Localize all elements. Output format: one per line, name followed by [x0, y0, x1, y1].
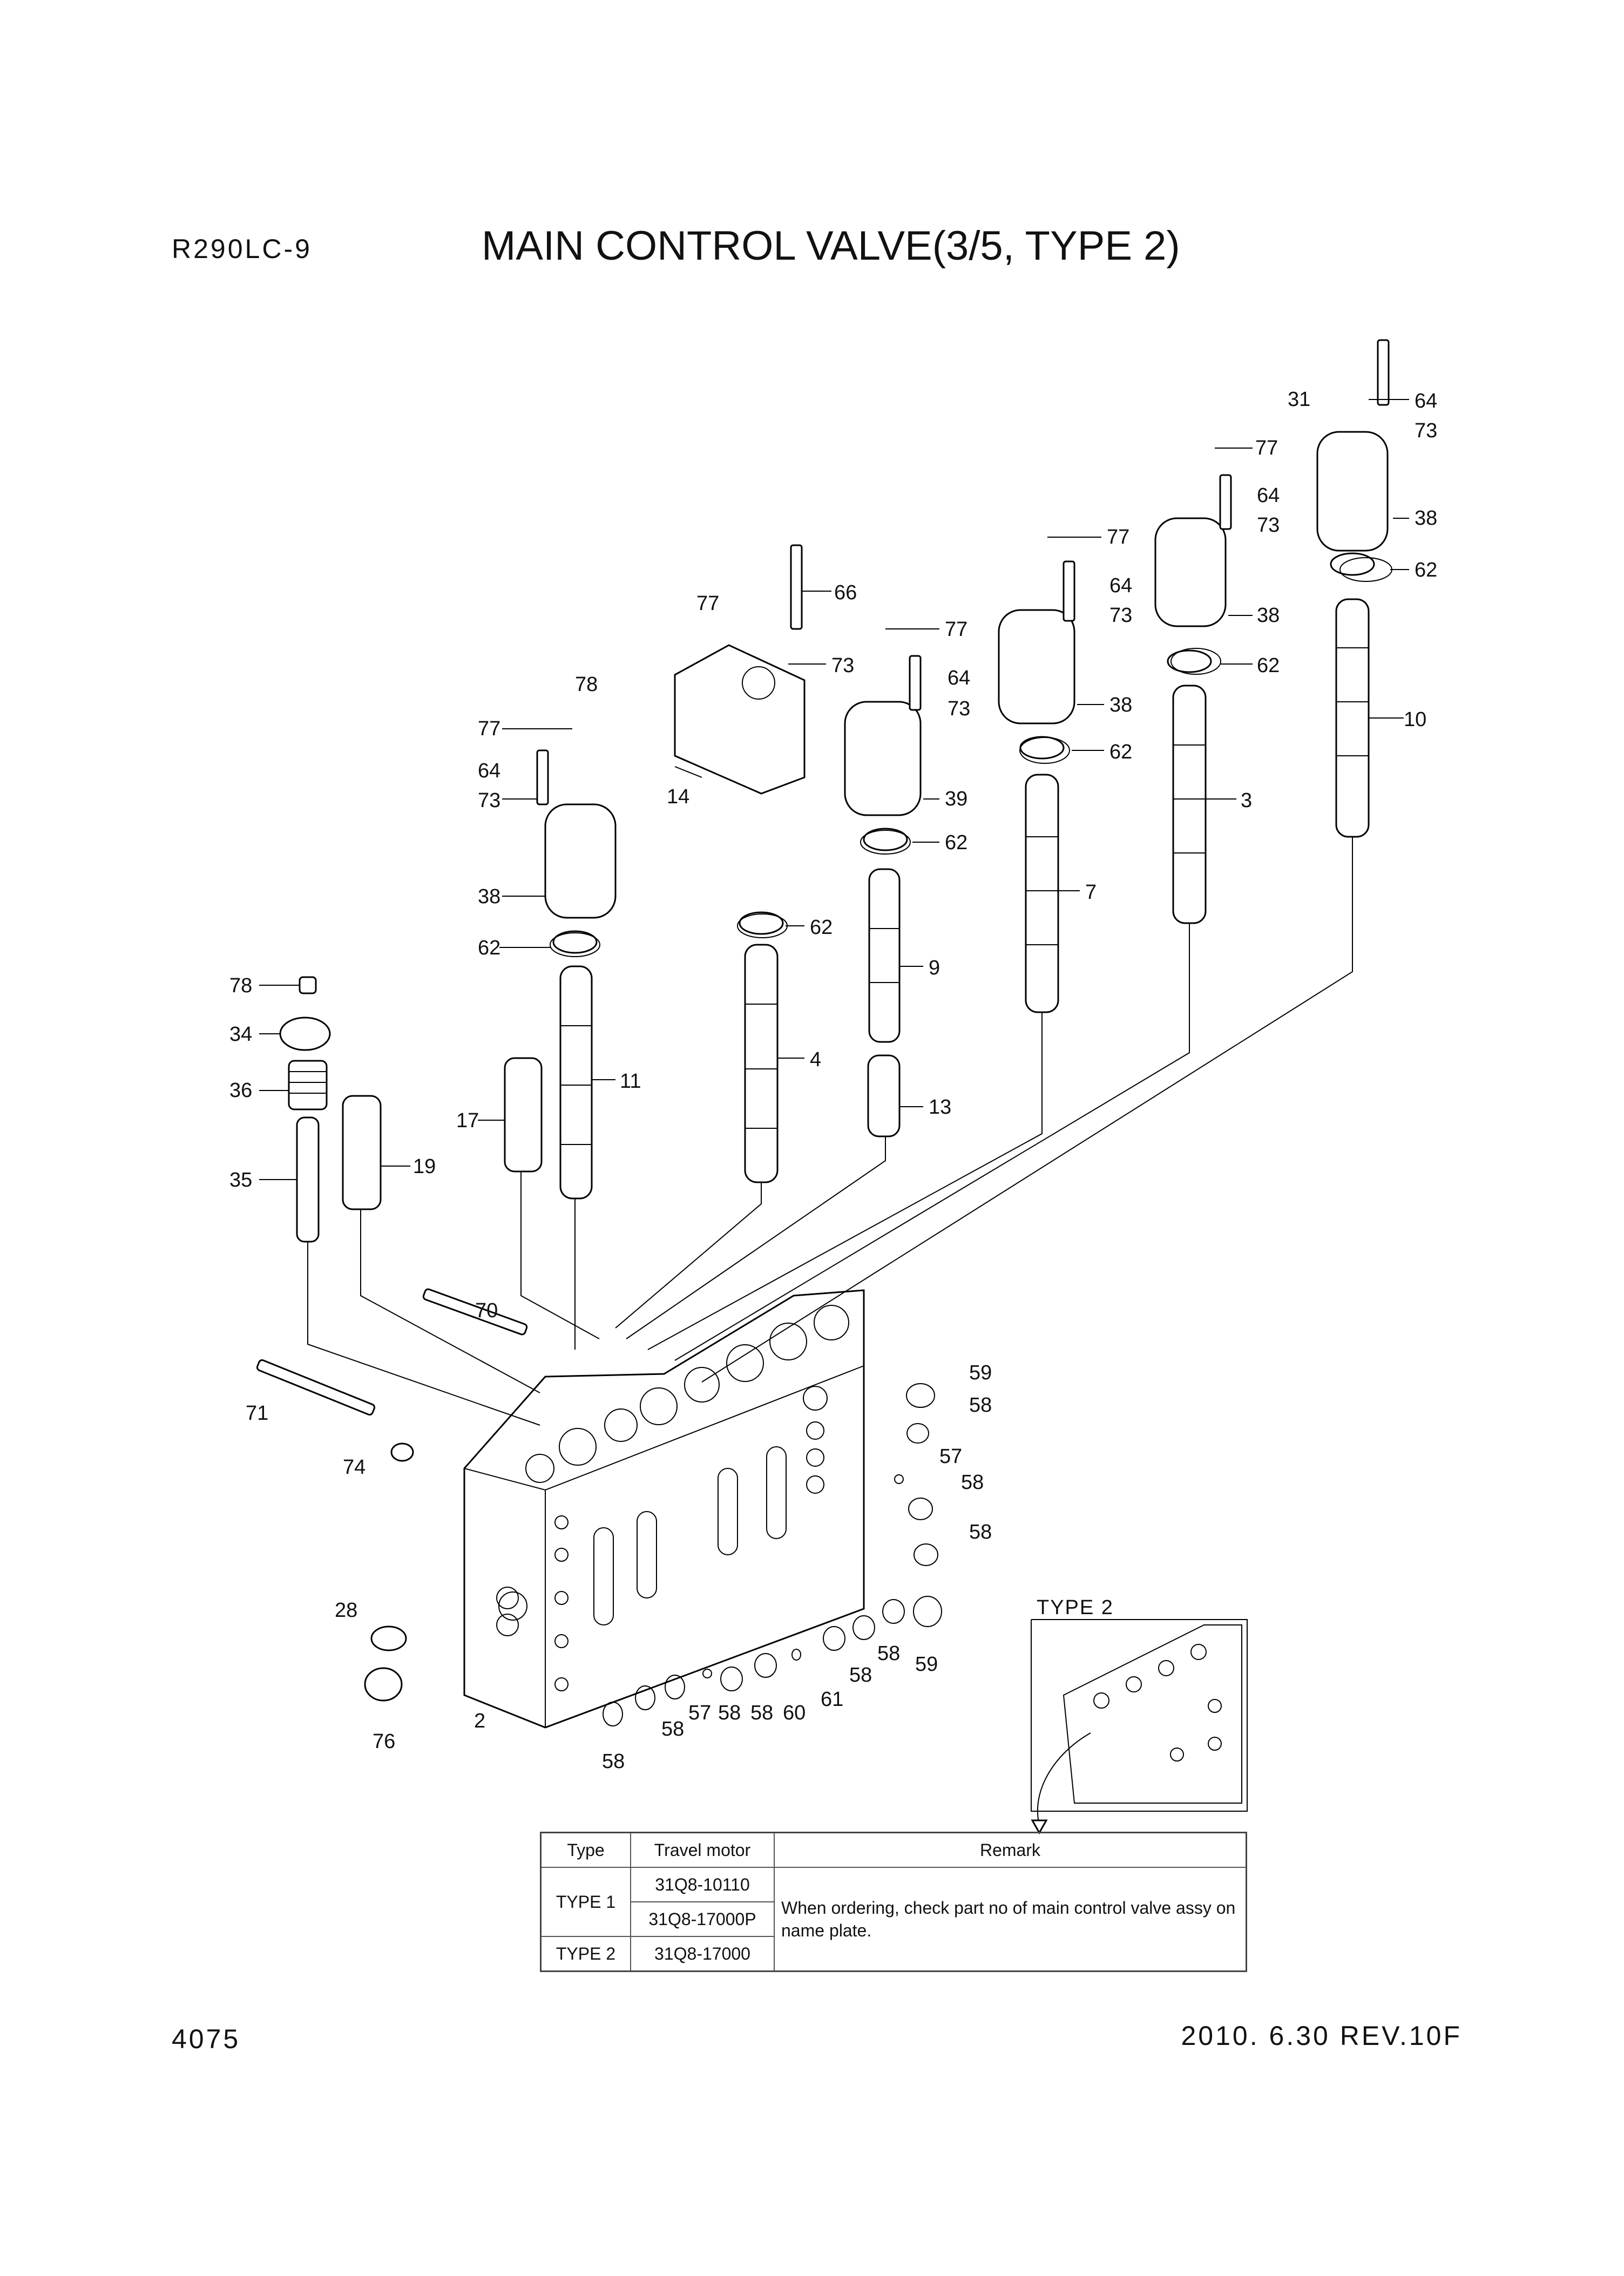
callout-62: 62 [1415, 559, 1437, 581]
callout-74: 74 [343, 1456, 366, 1479]
callout-77: 77 [478, 717, 500, 740]
row-motor: 31Q8-10110 [630, 1867, 775, 1902]
callout-73: 73 [831, 654, 854, 677]
callout-77: 77 [1107, 526, 1129, 548]
callout-78: 78 [575, 673, 598, 696]
page-title: MAIN CONTROL VALVE(3/5, TYPE 2) [482, 223, 1180, 269]
callout-58: 58 [718, 1702, 741, 1724]
callout-7: 7 [1085, 881, 1097, 904]
callout-60: 60 [783, 1702, 806, 1724]
callout-73: 73 [1257, 514, 1280, 537]
callout-59: 59 [915, 1653, 938, 1676]
model-code: R290LC-9 [172, 234, 312, 264]
callout-73: 73 [478, 789, 500, 812]
callout-58: 58 [661, 1718, 684, 1740]
callout-77: 77 [1255, 437, 1278, 459]
callout-36: 36 [229, 1079, 252, 1102]
callout-58: 58 [877, 1642, 900, 1665]
callout-3: 3 [1241, 789, 1252, 812]
callout-17: 17 [456, 1109, 479, 1132]
callout-64: 64 [1257, 484, 1280, 507]
callout-73: 73 [948, 697, 970, 720]
page-number: 4075 [172, 2024, 241, 2054]
callout-73: 73 [1415, 419, 1437, 442]
callout-58: 58 [750, 1702, 773, 1724]
callout-38: 38 [1257, 604, 1280, 627]
leader-lines [259, 399, 1409, 1426]
callout-57: 57 [939, 1445, 962, 1468]
header-travel-motor: Travel motor [630, 1832, 775, 1868]
callout-58: 58 [849, 1664, 872, 1686]
type2-inset: TYPE 2 [1031, 1596, 1248, 1835]
callout-19: 19 [413, 1155, 436, 1178]
remark-text: When ordering, check part no of main con… [774, 1867, 1247, 1972]
callout-64: 64 [1109, 574, 1132, 597]
callout-71: 71 [246, 1402, 268, 1425]
callout-9: 9 [929, 957, 940, 979]
callout-77: 77 [945, 618, 967, 641]
callout-66: 66 [834, 581, 857, 604]
callout-64: 64 [948, 667, 970, 689]
callout-64: 64 [478, 760, 500, 782]
callout-62: 62 [945, 831, 967, 854]
callout-31: 31 [1288, 388, 1310, 411]
row-type: TYPE 2 [540, 1936, 631, 1972]
callout-34: 34 [229, 1023, 252, 1046]
callout-62: 62 [1257, 654, 1280, 677]
callout-57: 57 [688, 1702, 711, 1724]
row-type: TYPE 1 [540, 1867, 631, 1937]
callout-62: 62 [1109, 741, 1132, 763]
row-motor: 31Q8-17000 [630, 1936, 775, 1972]
callout-11: 11 [620, 1070, 641, 1093]
callout-38: 38 [1109, 694, 1132, 716]
callout-73: 73 [1109, 604, 1132, 627]
valve-block [463, 1289, 865, 1729]
callout-77: 77 [696, 592, 719, 615]
callout-2: 2 [474, 1710, 485, 1732]
spool-parts [279, 552, 1375, 1243]
callout-39: 39 [945, 788, 967, 810]
callout-58: 58 [602, 1750, 625, 1773]
callout-78: 78 [229, 974, 252, 997]
callout-38: 38 [1415, 507, 1437, 530]
callout-58: 58 [969, 1394, 992, 1417]
callout-58: 58 [969, 1521, 992, 1543]
inset-label: TYPE 2 [1037, 1596, 1114, 1619]
callout-labels: 31 64 73 38 62 10 77 64 73 38 62 3 77 64… [229, 388, 1437, 1773]
callout-62: 62 [810, 916, 833, 939]
callout-10: 10 [1404, 708, 1426, 731]
revision-date: 2010. 6.30 REV.10F [1181, 2021, 1462, 2051]
callout-58: 58 [961, 1471, 984, 1494]
callout-35: 35 [229, 1169, 252, 1191]
callout-76: 76 [373, 1730, 395, 1753]
callout-70: 70 [475, 1299, 498, 1322]
callout-62: 62 [478, 937, 500, 959]
callout-38: 38 [478, 885, 500, 908]
header-type: Type [540, 1832, 631, 1868]
callout-13: 13 [929, 1096, 951, 1119]
header-remark: Remark [774, 1832, 1247, 1868]
callout-61: 61 [821, 1688, 843, 1711]
pilot-caps [256, 339, 1390, 1702]
callout-14: 14 [667, 785, 689, 808]
row-motor: 31Q8-17000P [630, 1901, 775, 1937]
callout-59: 59 [969, 1361, 992, 1384]
callout-64: 64 [1415, 390, 1437, 412]
callout-28: 28 [335, 1599, 357, 1622]
type-table: Type Travel motor Remark TYPE 1 31Q8-101… [540, 1832, 1247, 1972]
callout-4: 4 [810, 1048, 821, 1071]
